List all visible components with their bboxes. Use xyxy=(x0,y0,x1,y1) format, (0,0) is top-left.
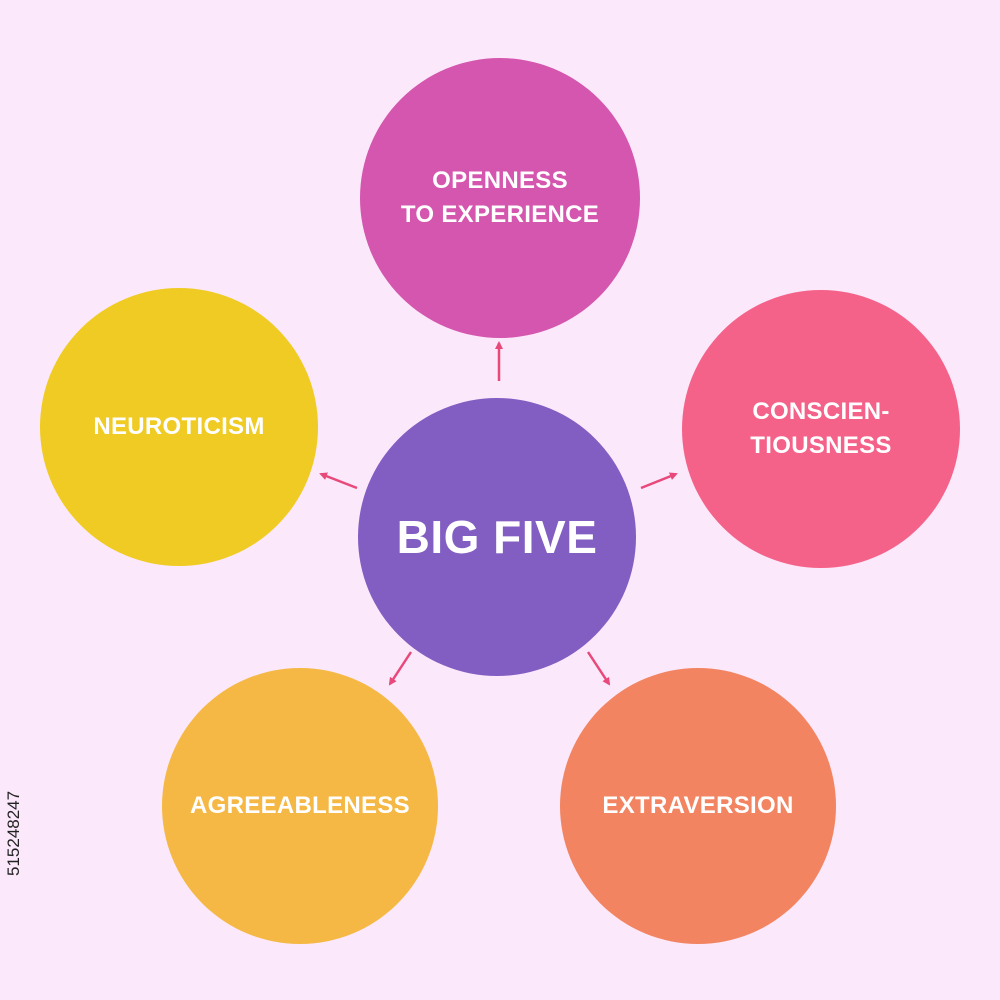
trait-neuroticism-label: NEUROTICISM xyxy=(93,413,265,441)
arrow-to-agreeableness xyxy=(388,651,413,686)
trait-extraversion-label: EXTRAVERSION xyxy=(602,792,794,820)
trait-neuroticism: NEUROTICISM xyxy=(40,288,318,566)
trait-agreeableness: AGREEABLENESS xyxy=(162,668,438,944)
trait-conscientiousness: CONSCIEN- TIOUSNESS xyxy=(682,290,960,568)
trait-openness-label: OPENNESS TO EXPERIENCE xyxy=(400,167,600,228)
trait-openness: OPENNESS TO EXPERIENCE xyxy=(360,58,640,338)
stock-id-text: 515248247 xyxy=(4,790,23,876)
arrow-to-neuroticism xyxy=(319,472,358,490)
trait-extraversion: EXTRAVERSION xyxy=(560,668,836,944)
trait-agreeableness-label: AGREEABLENESS xyxy=(190,792,410,820)
trait-conscientiousness-label: CONSCIEN- TIOUSNESS xyxy=(750,398,892,459)
arrow-to-conscientiousness xyxy=(640,472,678,490)
center-node-big-five: BIG FIVE xyxy=(358,398,636,676)
center-label: BIG FIVE xyxy=(396,510,598,563)
arrow-to-extraversion xyxy=(586,651,611,686)
